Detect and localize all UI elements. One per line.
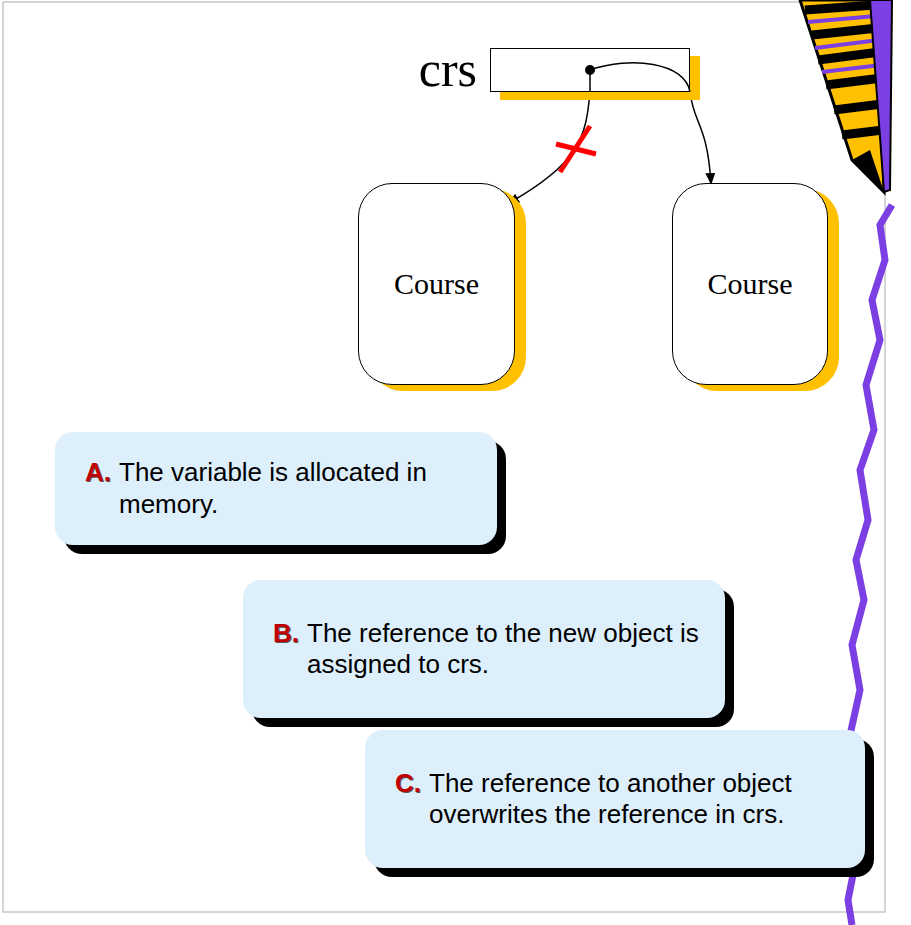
object-box: Course — [672, 183, 828, 385]
pencil-illustration — [800, 0, 892, 192]
slide-frame — [3, 2, 885, 912]
step-letter: B. — [273, 618, 299, 649]
callout-box: B. The reference to the new object is ass… — [243, 580, 725, 718]
cross-mark — [556, 126, 596, 172]
variable-name: crs — [419, 40, 477, 98]
variable-box: crs — [490, 48, 690, 92]
step-letter: C. — [395, 768, 421, 799]
step-letter: A. — [85, 457, 111, 488]
object-class-name: Course — [394, 267, 479, 301]
reference-dot — [585, 65, 595, 75]
callout-row: C. The reference to another object overwr… — [395, 768, 845, 830]
callout-row: B. The reference to the new object is ass… — [273, 618, 705, 680]
callout-row: A. The variable is allocated in memory. — [85, 457, 477, 519]
step-description: The variable is allocated in memory. — [119, 457, 477, 519]
callout-box: A. The variable is allocated in memory. — [55, 432, 497, 545]
callout-box: C. The reference to another object overwr… — [365, 730, 865, 868]
step-description: The reference to the new object is assig… — [307, 618, 705, 680]
object-box: Course — [358, 183, 515, 385]
object-class-name: Course — [708, 267, 793, 301]
step-description: The reference to another object overwrit… — [429, 768, 845, 830]
reference-line-inside-box — [590, 63, 690, 92]
